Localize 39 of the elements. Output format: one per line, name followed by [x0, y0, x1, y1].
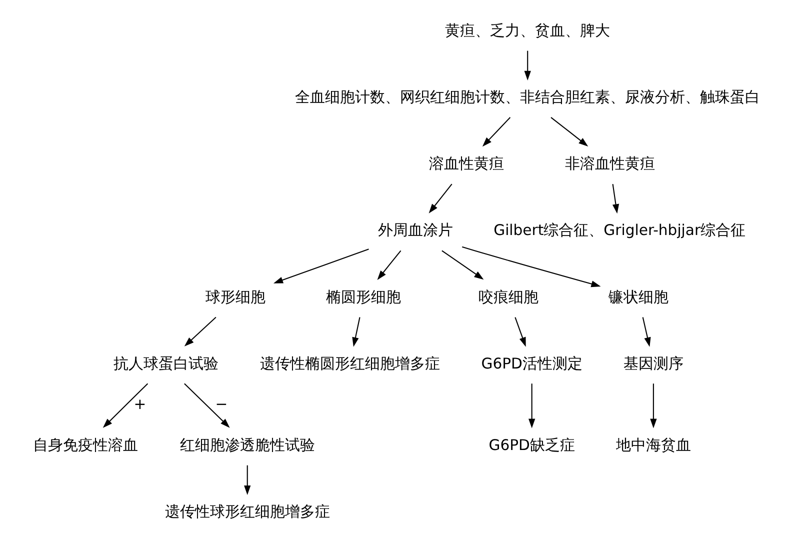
node-text: 咬痕细胞 [478, 288, 538, 306]
arrow [524, 50, 530, 80]
node-text: 非溶血性黄疸 [564, 156, 655, 173]
arrow [244, 465, 250, 495]
arrow [102, 383, 148, 428]
node-text: 基因测序 [622, 355, 683, 372]
node-text: 红细胞渗透脆性试验 [179, 436, 314, 454]
arrow [528, 384, 535, 428]
node-text: 溶血性黄疸 [428, 156, 504, 173]
arrow [612, 184, 619, 214]
arrow [461, 246, 600, 288]
node-text: 椭圆形细胞 [326, 288, 401, 306]
node-text: 遗传性球形红细胞增多症 [164, 503, 330, 520]
arrow [482, 117, 510, 147]
node-text: 遗传性椭圆形红细胞增多症 [259, 355, 440, 372]
node-text: 自身免疫性溶血 [32, 436, 138, 454]
node-text: 黄疸、乏力、贫血、脾大 [444, 22, 610, 40]
node-text: Gilbert综合征、Grigler-hbjjar综合征 [493, 222, 746, 240]
arrow [550, 117, 588, 146]
node-text: 抗人球蛋白试验 [112, 355, 218, 372]
node-text: 外周血涂片 [378, 222, 453, 240]
arrow [272, 248, 368, 284]
node-text: 球形细胞 [205, 288, 266, 306]
arrow [642, 317, 650, 347]
node-text: 地中海贫血 [615, 436, 690, 454]
node-text: G6PD缺乏症 [488, 436, 574, 454]
arrow [352, 317, 360, 347]
arrow [184, 383, 230, 428]
arrow [441, 250, 484, 280]
arrow [514, 317, 526, 347]
arrow [650, 384, 656, 428]
edge-label: + [133, 396, 146, 414]
node-text: 全血细胞计数、网织红细胞计数、非结合胆红素、尿液分析、触珠蛋白 [294, 88, 760, 106]
arrow [184, 316, 216, 346]
node-text: G6PD活性测定 [480, 355, 582, 372]
arrow [376, 250, 401, 280]
edge-label: − [214, 396, 228, 414]
node-text: 镰状细胞 [608, 288, 668, 306]
arrow [428, 184, 452, 214]
